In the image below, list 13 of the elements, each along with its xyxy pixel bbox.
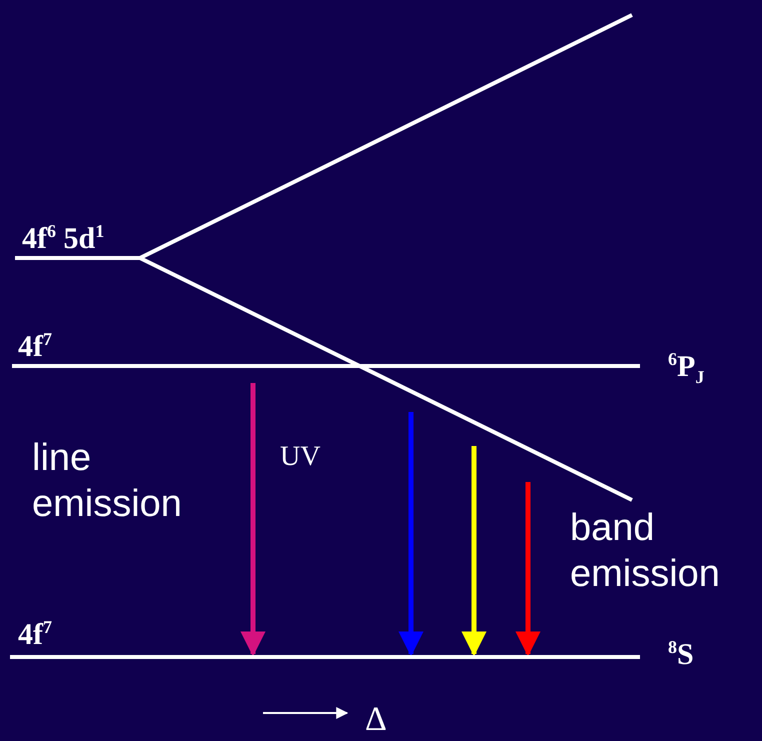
level-label: 4f$^{7}$ [18,330,52,362]
arrow [462,446,486,656]
emission-label: line emission [32,436,183,527]
emission-label: band emission [570,506,721,597]
delta-label: Δ [365,700,387,740]
arrow [240,383,266,656]
arrow [516,482,540,656]
edge-label: UV [280,440,320,474]
level-label: $^{6}$P$_{J}$ [668,350,704,386]
level-label: 4f$^{6}$ 5d$^{1}$ [22,222,104,254]
arrow [398,412,424,656]
level-label: $^{8}$S [668,638,694,670]
level-label: 4f$^{7}$ [18,618,52,650]
